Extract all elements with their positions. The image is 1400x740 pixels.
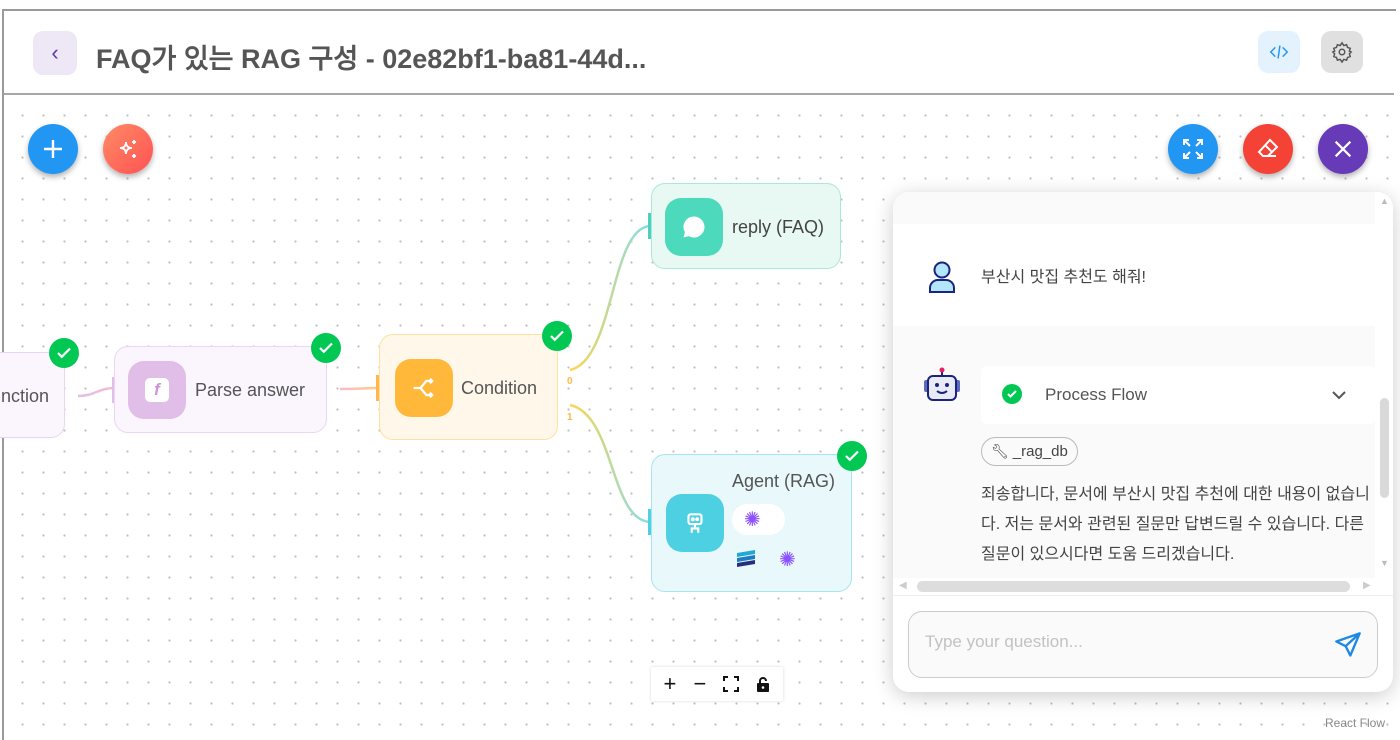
node-reply-faq[interactable]: reply (FAQ) (651, 183, 841, 269)
question-input-box (908, 611, 1378, 678)
chat-bubble-icon (665, 198, 723, 256)
user-message: 부산시 맛집 추천도 해줘! (893, 224, 1375, 326)
eraser-icon (1257, 138, 1279, 157)
function-icon: f (128, 361, 186, 419)
node-label: Parse answer (195, 380, 306, 400)
process-flow-label: Process Flow (1045, 385, 1148, 404)
lock-icon[interactable] (756, 676, 770, 692)
edge-condition-agent (569, 403, 652, 524)
zoom-in-button[interactable]: + (663, 671, 677, 696)
gear-icon (1331, 41, 1353, 63)
embedding-spiral-icon: ✺ (779, 549, 796, 571)
chevron-down-icon (1332, 391, 1346, 400)
edge-function-parse (77, 386, 116, 398)
edge-parse-condition (339, 386, 380, 391)
node-condition[interactable]: Condition (379, 334, 558, 440)
success-check-icon (49, 338, 79, 368)
fit-view-icon[interactable] (723, 676, 740, 692)
success-check-icon (311, 333, 341, 363)
page-title: FAQ가 있는 RAG 구성 - 02e82bf1-ba81-44d... (96, 44, 647, 74)
bot-answer-text: 죄송합니다, 문서에 부산시 맛집 추천에 대한 내용이 없습니다. 저는 문서… (981, 486, 1370, 563)
tool-chip-label: _rag_db (1012, 443, 1068, 460)
code-icon (1269, 45, 1289, 59)
node-label: Condition (461, 378, 538, 398)
output-handle-1[interactable]: 1 (567, 412, 573, 423)
settings-button[interactable] (1321, 31, 1363, 73)
add-node-button[interactable] (28, 124, 78, 174)
react-flow-attribution[interactable]: React Flow (1325, 716, 1386, 730)
close-chat-button[interactable] (1318, 124, 1368, 174)
expand-icon (1183, 139, 1203, 159)
split-icon (395, 359, 453, 417)
message-list: 부산시 맛집 추천도 해줘! Process Flow 🔧︎ _rag_db 죄… (893, 192, 1375, 578)
zoom-out-button[interactable]: − (693, 671, 707, 696)
node-agent-rag[interactable]: Agent (RAG) ✺ ✺ (651, 454, 852, 592)
success-check-icon (837, 441, 867, 471)
node-label: nction (1, 386, 50, 406)
question-input[interactable] (925, 632, 1305, 652)
chat-panel: 부산시 맛집 추천도 해줘! Process Flow 🔧︎ _rag_db 죄… (893, 192, 1393, 692)
robot-icon (666, 494, 724, 552)
user-message-text: 부산시 맛집 추천도 해줘! (981, 269, 1146, 286)
output-handle-0[interactable]: 0 (567, 376, 573, 387)
success-check-icon (542, 321, 572, 351)
node-parse-answer[interactable]: f Parse answer (114, 346, 327, 433)
flow-controls: + − (651, 667, 783, 701)
scrollbar-thumb[interactable] (1380, 398, 1389, 498)
edge-condition-reply (569, 224, 652, 372)
scrollbar-thumb[interactable] (917, 581, 1350, 592)
model-chip: ✺ (732, 504, 785, 535)
generate-button[interactable] (103, 124, 153, 174)
vector-db-icon (734, 547, 758, 571)
sparkles-icon (119, 140, 136, 158)
wrench-icon: 🔧︎ (991, 443, 1009, 459)
process-flow-accordion[interactable]: Process Flow (981, 366, 1375, 424)
success-check-icon (1002, 384, 1022, 404)
chevron-left-icon: ‹ (51, 40, 59, 65)
view-code-button[interactable] (1258, 31, 1300, 73)
bot-avatar-icon (924, 367, 960, 401)
node-label: Agent (RAG) (732, 471, 836, 491)
node-function[interactable]: nction (0, 352, 65, 438)
vertical-scrollbar[interactable]: ▲ ▼ (1375, 192, 1393, 578)
horizontal-scrollbar[interactable]: ◀ ▶ (893, 578, 1393, 596)
node-label: reply (FAQ) (732, 217, 825, 237)
header: ‹ FAQ가 있는 RAG 구성 - 02e82bf1-ba81-44d... (4, 11, 1394, 95)
close-icon (1334, 140, 1352, 158)
user-avatar-icon (929, 261, 955, 293)
clear-chat-button[interactable] (1243, 124, 1293, 174)
send-icon[interactable] (1334, 631, 1362, 659)
expand-button[interactable] (1168, 124, 1218, 174)
tool-chip[interactable]: 🔧︎ _rag_db (981, 437, 1078, 466)
plus-icon (44, 140, 62, 158)
back-button[interactable]: ‹ (33, 31, 77, 75)
llm-spiral-icon: ✺ (744, 509, 761, 531)
